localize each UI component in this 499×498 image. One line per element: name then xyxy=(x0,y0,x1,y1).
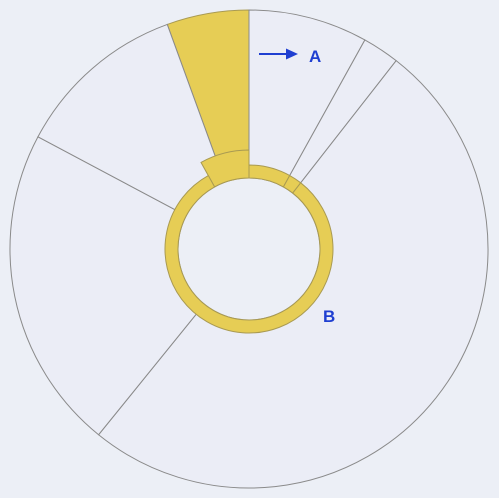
arrow-head-icon xyxy=(286,48,298,60)
segment-inner-4[interactable] xyxy=(164,174,334,334)
label-a: A xyxy=(309,47,321,66)
outer-ring xyxy=(9,9,489,489)
inner-ring xyxy=(164,149,334,334)
label-b: B xyxy=(323,307,335,326)
segment-inner-1[interactable] xyxy=(200,149,250,188)
annotation-a: A xyxy=(259,47,321,66)
